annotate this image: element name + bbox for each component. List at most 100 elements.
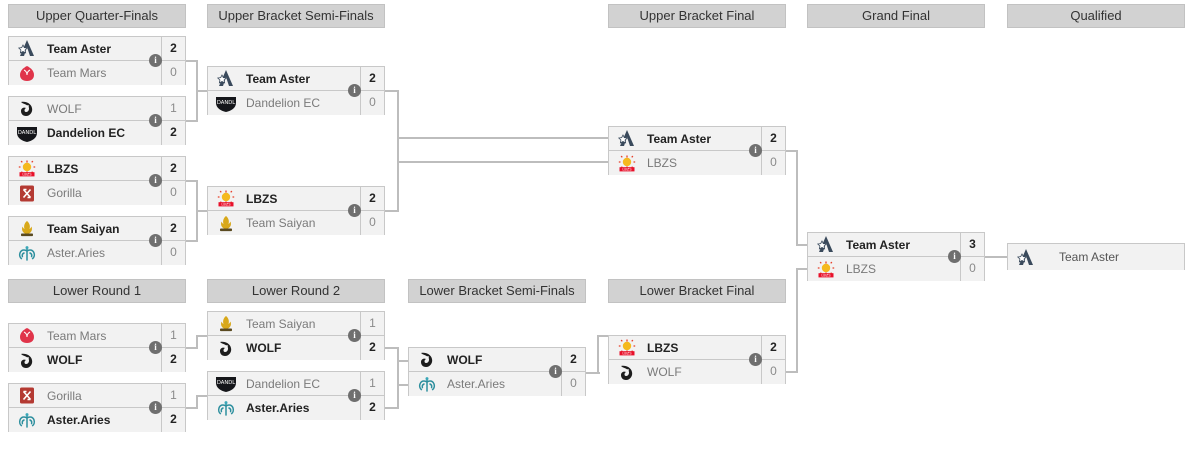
match-info-icon[interactable]: i — [149, 174, 162, 187]
match-row-loser[interactable]: LBZS LBZS 0 i — [808, 250, 984, 281]
team-name: Aster.Aries — [447, 377, 506, 391]
team-score: 0 — [761, 151, 785, 175]
match-row-loser[interactable]: Gorilla 0 i — [9, 174, 185, 205]
match-row-winner[interactable]: Team Aster 2 — [208, 67, 384, 91]
svg-text:LBZS: LBZS — [821, 273, 831, 277]
lbzs-logo: LBZS — [811, 258, 841, 280]
match-upper-qf-3[interactable]: LBZS LBZS 2 Gorilla 0 i — [8, 156, 186, 205]
connector — [385, 407, 399, 409]
match-row-loser[interactable]: DANDL Dandelion EC 0 i — [208, 84, 384, 115]
match-info-icon[interactable]: i — [348, 329, 361, 342]
match-info-icon[interactable]: i — [348, 389, 361, 402]
match-row-winner[interactable]: WOLF 2 i — [208, 329, 384, 360]
round-header-qualified: Qualified — [1007, 4, 1185, 28]
connector — [786, 371, 798, 373]
gorilla-logo — [12, 182, 42, 204]
connector — [196, 90, 208, 92]
match-info-icon[interactable]: i — [749, 353, 762, 366]
match-upper-qf-2[interactable]: WOLF 1 DANDL Dandelion EC 2 i — [8, 96, 186, 145]
team-name: Dandelion EC — [47, 126, 126, 140]
svg-text:LBZS: LBZS — [622, 352, 632, 356]
team-name: LBZS — [846, 262, 877, 276]
team-aster-logo — [811, 234, 841, 256]
match-lower-r2-1[interactable]: Team Saiyan 1 WOLF 2 i — [207, 311, 385, 360]
gorilla-logo — [12, 385, 42, 407]
team-score: 0 — [161, 61, 185, 85]
match-lower-semi-final[interactable]: WOLF 2 Aster.Aries 0 i — [408, 347, 586, 396]
team-name: Dandelion EC — [246, 376, 321, 391]
team-name: LBZS — [647, 156, 678, 170]
wolf-logo — [211, 337, 241, 359]
team-score: 2 — [761, 336, 785, 359]
match-row-winner[interactable]: Aster.Aries 2 i — [9, 401, 185, 432]
match-info-icon[interactable]: i — [348, 204, 361, 217]
connector — [196, 335, 198, 347]
qualified-team-box[interactable]: Team Aster — [1007, 243, 1185, 270]
connector — [397, 360, 409, 362]
round-header-upper-quarter-finals: Upper Quarter-Finals — [8, 4, 186, 28]
match-info-icon[interactable]: i — [549, 365, 562, 378]
match-row-loser[interactable]: Team Saiyan 0 i — [208, 204, 384, 235]
match-row-winner[interactable]: Aster.Aries 2 i — [208, 389, 384, 420]
match-lower-r1-1[interactable]: Team Mars 1 WOLF 2 i — [8, 323, 186, 372]
team-name: WOLF — [647, 365, 682, 379]
match-upper-qf-4[interactable]: Team Saiyan 2 Aster.Aries 0 i — [8, 216, 186, 265]
match-grand-final[interactable]: Team Aster 3 LBZS LBZS 0 i — [807, 232, 985, 281]
svg-text:DANDL: DANDL — [18, 129, 36, 135]
svg-text:LBZS: LBZS — [622, 167, 632, 171]
team-score: 1 — [161, 384, 185, 407]
team-name: LBZS — [47, 161, 79, 176]
connector — [796, 244, 808, 246]
match-info-icon[interactable]: i — [749, 144, 762, 157]
team-name: Team Aster — [647, 131, 712, 146]
team-score: 1 — [360, 372, 384, 395]
team-name: Team Mars — [47, 328, 107, 343]
match-upper-bracket-final[interactable]: Team Aster 2 LBZS LBZS 0 i — [608, 126, 786, 175]
match-info-icon[interactable]: i — [149, 114, 162, 127]
match-info-icon[interactable]: i — [348, 84, 361, 97]
team-name: Team Aster — [1059, 250, 1120, 264]
match-row-loser[interactable]: LBZS LBZS 0 i — [609, 144, 785, 175]
team-name: Team Aster — [47, 41, 112, 56]
match-info-icon[interactable]: i — [948, 250, 961, 263]
connector — [397, 347, 399, 409]
match-row-loser[interactable]: WOLF 0 i — [609, 353, 785, 384]
connector — [597, 335, 609, 337]
team-name: Team Aster — [246, 71, 311, 86]
team-saiyan-logo — [211, 313, 241, 335]
match-row-loser[interactable]: Team Mars 0 i — [9, 54, 185, 85]
qualified-row[interactable]: Team Aster — [1008, 244, 1184, 270]
connector — [397, 137, 609, 139]
match-row-winner[interactable]: WOLF 2 i — [9, 341, 185, 372]
team-mars-logo — [12, 325, 42, 347]
team-aster-logo — [1011, 246, 1041, 268]
team-aster-logo — [612, 128, 642, 150]
match-row-loser[interactable]: Aster.Aries 0 i — [409, 365, 585, 396]
team-score: 2 — [161, 217, 185, 240]
match-upper-qf-1[interactable]: Team Aster 2 Team Mars 0 i — [8, 36, 186, 85]
match-info-icon[interactable]: i — [149, 54, 162, 67]
match-row-loser[interactable]: Team Saiyan 1 — [208, 312, 384, 336]
match-info-icon[interactable]: i — [149, 401, 162, 414]
team-score: 3 — [960, 233, 984, 256]
match-lower-r2-2[interactable]: DANDL Dandelion EC 1 Aster.Aries 2 i — [207, 371, 385, 420]
match-info-icon[interactable]: i — [149, 341, 162, 354]
aster-aries-logo — [211, 397, 241, 419]
match-lower-bracket-final[interactable]: LBZS LBZS 2 WOLF 0 i — [608, 335, 786, 384]
match-row-winner[interactable]: LBZS LBZS 2 — [609, 336, 785, 360]
match-upper-sf-2[interactable]: LBZS LBZS 2 Team Saiyan 0 i — [207, 186, 385, 235]
team-score: 0 — [360, 211, 384, 235]
team-score: 2 — [161, 121, 185, 145]
team-aster-logo — [12, 38, 42, 60]
team-score: 2 — [360, 187, 384, 210]
round-header-grand-final: Grand Final — [807, 4, 985, 28]
match-lower-r1-2[interactable]: Gorilla 1 Aster.Aries 2 i — [8, 383, 186, 432]
team-saiyan-logo — [12, 218, 42, 240]
match-row-winner[interactable]: DANDL Dandelion EC 2 i — [9, 114, 185, 145]
team-name: LBZS — [647, 340, 679, 355]
connector — [796, 150, 798, 246]
match-info-icon[interactable]: i — [149, 234, 162, 247]
wolf-logo — [612, 361, 642, 383]
match-upper-sf-1[interactable]: Team Aster 2 DANDL Dandelion EC 0 i — [207, 66, 385, 115]
match-row-loser[interactable]: Aster.Aries 0 i — [9, 234, 185, 265]
